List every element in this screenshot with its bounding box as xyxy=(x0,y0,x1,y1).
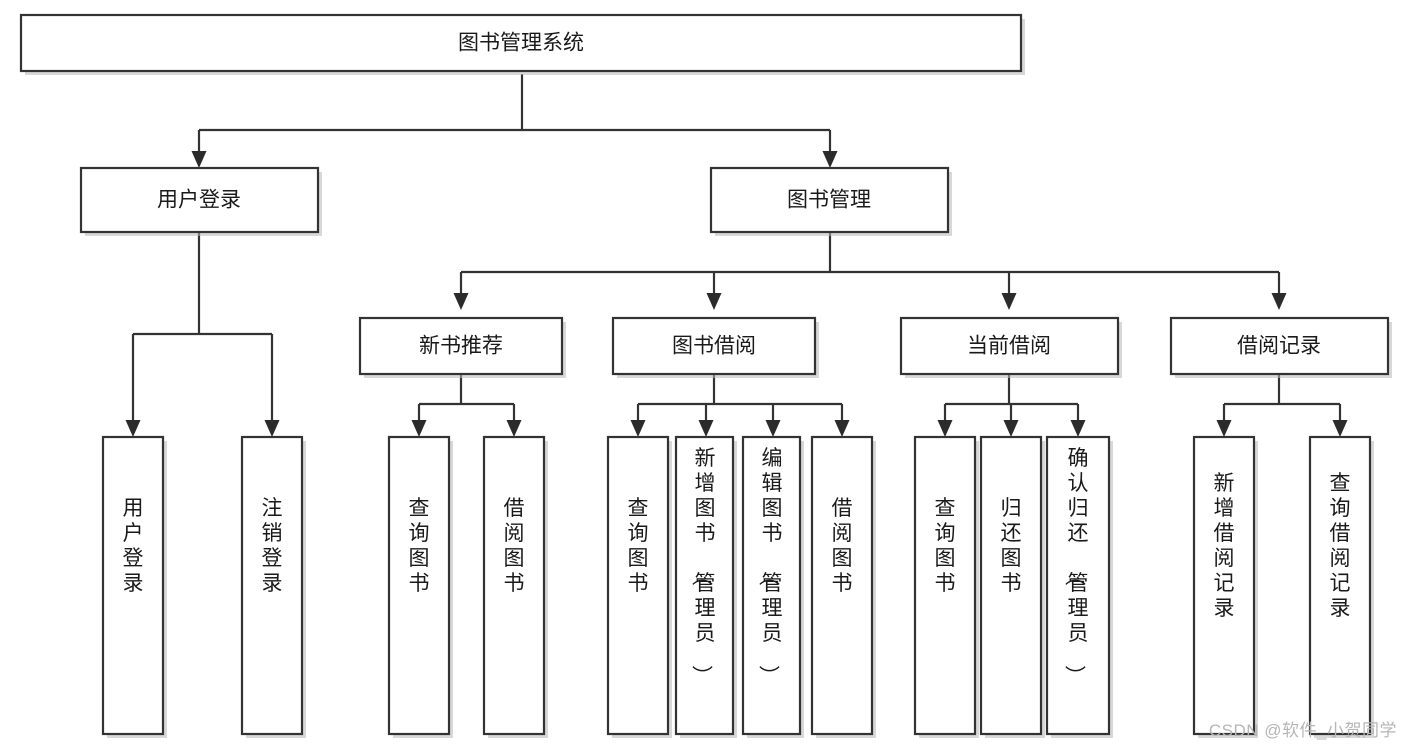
leaf-node-current-borrow-confirm[interactable]: 确认归还（管理员） xyxy=(1045,435,1113,738)
leaf-box xyxy=(101,435,165,736)
leaf-label-vertical: 借阅图书 xyxy=(832,497,853,595)
leaf-label-vertical: 编辑图书（管理员） xyxy=(757,447,783,686)
borrow-record-box xyxy=(1169,316,1390,376)
leaf-box xyxy=(606,435,670,736)
arrow-icon-to-borrow-record-leaf-1 xyxy=(1216,420,1232,437)
leaf-box xyxy=(482,435,546,736)
arrow-icon-to-new-book-leaf-2 xyxy=(506,420,522,437)
node-borrow-record[interactable]: 借阅记录 xyxy=(1169,316,1392,378)
node-book-borrow[interactable]: 图书借阅 xyxy=(611,316,819,378)
arrow-icon-to-current-borrow-leaf-1 xyxy=(937,420,953,437)
leaf-box xyxy=(240,435,304,736)
book-borrow-label: 图书借阅 xyxy=(672,335,756,358)
arrow-icon-to-new-book xyxy=(453,293,469,310)
leaf-label-vertical: 新增借阅记录 xyxy=(1214,472,1235,620)
leaf-node-new-book-borrow[interactable]: 借阅图书 xyxy=(482,435,548,738)
arrow-icon-to-book-borrow-leaf-2 xyxy=(698,420,714,437)
arrow-icon-to-borrow-record xyxy=(1271,293,1287,310)
leaf-box xyxy=(1192,435,1256,736)
borrow-record-label: 借阅记录 xyxy=(1237,335,1321,358)
leaf-label-vertical: 查询借阅记录 xyxy=(1330,472,1351,620)
new-book-recommend-label: 新书推荐 xyxy=(419,335,503,358)
arrow-icon-to-book-borrow-leaf-3 xyxy=(765,420,781,437)
leaf-box xyxy=(387,435,451,736)
leaf-node-borrow-record-query[interactable]: 查询借阅记录 xyxy=(1308,435,1374,738)
book-management-box xyxy=(709,166,950,234)
leaf-label-vertical: 借阅图书 xyxy=(504,497,525,595)
leaf-node-current-borrow-return[interactable]: 归还图书 xyxy=(979,435,1045,738)
leaf-node-user-login-login[interactable]: 用户登录 xyxy=(101,435,167,738)
root-label: 图书管理系统 xyxy=(458,32,584,55)
node-root-book-management-system[interactable]: 图书管理系统 xyxy=(19,13,1025,75)
leaf-label-vertical: 用户登录 xyxy=(123,497,144,595)
leaf-box xyxy=(674,435,735,736)
leaf-box xyxy=(810,435,874,736)
leaf-node-book-borrow-query[interactable]: 查询图书 xyxy=(606,435,672,738)
leaf-label-vertical: 查询图书 xyxy=(935,497,956,595)
node-book-management[interactable]: 图书管理 xyxy=(709,166,952,236)
leaf-box xyxy=(741,435,802,736)
leaf-node-borrow-record-add[interactable]: 新增借阅记录 xyxy=(1192,435,1258,738)
leaf-node-user-login-logout[interactable]: 注销登录 xyxy=(240,435,306,738)
current-borrow-label: 当前借阅 xyxy=(967,335,1051,358)
current-borrow-box xyxy=(899,316,1120,376)
user-login-box xyxy=(79,166,320,234)
leaf-box xyxy=(1308,435,1372,736)
leaf-box xyxy=(979,435,1043,736)
connector-layer xyxy=(131,74,1342,420)
arrow-icon-to-book-borrow xyxy=(706,293,722,310)
arrow-icon-to-user-login-leaf-1 xyxy=(125,420,141,437)
leaf-label-vertical: 确认归还（管理员） xyxy=(1063,447,1089,686)
leaf-node-book-borrow-edit[interactable]: 编辑图书（管理员） xyxy=(741,435,804,738)
leaf-box xyxy=(1045,435,1111,736)
arrow-icon-to-book-borrow-leaf-1 xyxy=(630,420,646,437)
leaf-node-book-borrow-add[interactable]: 新增图书（管理员） xyxy=(674,435,737,738)
leaf-node-new-book-query[interactable]: 查询图书 xyxy=(387,435,453,738)
book-borrow-box xyxy=(611,316,817,376)
leaf-label-vertical: 归还图书 xyxy=(1001,497,1022,595)
leaf-box xyxy=(913,435,977,736)
node-user-login[interactable]: 用户登录 xyxy=(79,166,322,236)
arrow-icon-to-book-borrow-leaf-4 xyxy=(834,420,850,437)
book-management-label: 图书管理 xyxy=(787,189,871,212)
leaf-label-vertical: 新增图书（管理员） xyxy=(690,447,716,686)
node-new-book-recommend[interactable]: 新书推荐 xyxy=(358,316,566,378)
leaf-label-vertical: 查询图书 xyxy=(409,497,430,595)
root-box xyxy=(19,13,1023,73)
new-book-recommend-box xyxy=(358,316,564,376)
leaf-node-current-borrow-query[interactable]: 查询图书 xyxy=(913,435,979,738)
arrow-icon-to-current-borrow-leaf-2 xyxy=(1003,420,1019,437)
arrow-icon-to-current-borrow xyxy=(1001,293,1017,310)
leaf-label-vertical: 查询图书 xyxy=(628,497,649,595)
arrow-icon-to-user-login xyxy=(191,151,207,168)
leaf-label-vertical: 注销登录 xyxy=(262,497,283,595)
leaf-node-book-borrow-borrow[interactable]: 借阅图书 xyxy=(810,435,876,738)
arrow-icon-to-user-login-leaf-2 xyxy=(264,420,280,437)
node-current-borrow[interactable]: 当前借阅 xyxy=(899,316,1122,378)
user-login-label: 用户登录 xyxy=(157,189,241,212)
arrow-icon-to-book-manage xyxy=(822,151,838,168)
arrow-icon-to-borrow-record-leaf-2 xyxy=(1332,420,1348,437)
arrow-icon-to-current-borrow-leaf-3 xyxy=(1070,420,1086,437)
arrow-icon-to-new-book-leaf-1 xyxy=(411,420,427,437)
